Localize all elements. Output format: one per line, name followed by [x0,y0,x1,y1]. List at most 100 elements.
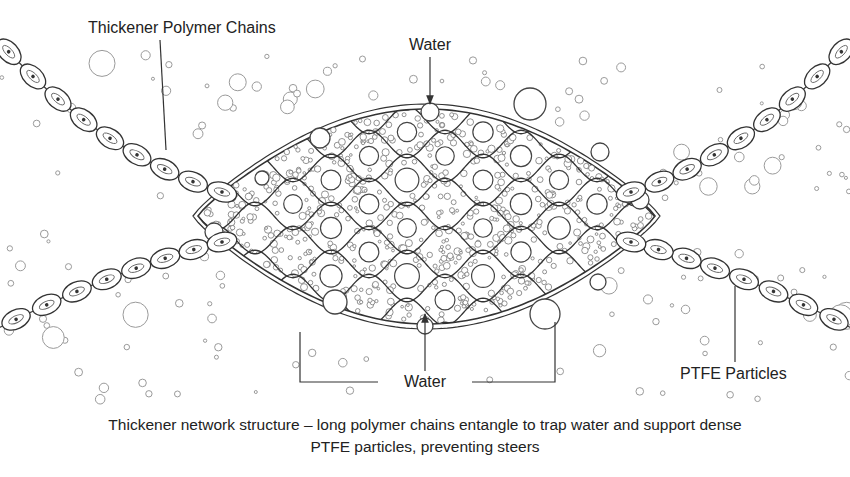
ptfe-particle [586,173,590,177]
water-bubble [208,302,212,306]
chain-link-dot [839,49,844,54]
chain-link-inner [765,285,782,298]
water-bubble [220,284,225,289]
ptfe-particle [405,304,412,311]
chain-link-inner [650,244,667,255]
ptfe-particle [488,145,495,152]
ptfe-particle [358,119,362,123]
chain-link-dot [75,289,80,294]
ptfe-particle [546,257,551,262]
chain-link-outer [614,229,648,255]
water-bubble [830,344,836,350]
ptfe-particle [421,219,427,225]
chain-link-inner [1,44,17,60]
edge-particles [205,88,649,334]
ptfe-particle [449,278,453,282]
chain-link [816,304,850,334]
water-bubble [308,349,315,356]
chain-link-dot [657,179,662,184]
ptfe-particle [507,288,513,294]
chain-link-inner [758,112,775,127]
ptfe-particle [527,171,531,175]
water-bubble [764,157,781,174]
ptfe-particle [597,187,601,191]
chain-link [148,245,182,272]
ptfe-particle-large [310,128,330,148]
ptfe-particle [488,256,491,259]
ptfe-particle [355,309,360,314]
water-bubble [847,189,850,194]
ptfe-particle [456,209,459,212]
chain-link-outer [89,265,124,294]
ptfe-particle [427,252,432,257]
polymer-strand [185,34,669,61]
chain-link [824,34,850,69]
ptfe-particle [230,225,234,229]
bracket-line [472,322,555,382]
ptfe-particle [443,170,449,176]
ptfe-particle [504,253,508,257]
chain-link-outer [0,7,2,42]
chain-link-outer [670,154,705,184]
ptfe-particle [467,119,474,126]
leader-line [734,286,735,362]
chain-link-outer [727,265,762,294]
ptfe-particle [454,305,460,311]
ptfe-particle [333,256,338,261]
ptfe-particle [388,171,392,175]
water-bubble [306,80,324,98]
chain-link-dot [108,136,113,141]
part-label: Water [370,35,490,55]
chain-link-outer [800,59,835,94]
ptfe-particle-large [359,146,378,165]
ptfe-particle [265,227,268,230]
ptfe-particle [368,298,372,302]
ptfe-particle [360,300,363,303]
water-bubble [116,292,121,297]
ptfe-particle [292,186,297,191]
ptfe-particle [535,196,541,202]
ptfe-particle [304,252,307,255]
ptfe-particle [301,284,308,291]
water-bubble [229,74,246,91]
ptfe-particle [275,157,279,161]
water-bubble [203,339,206,342]
water-bubble [40,230,48,238]
ptfe-particle [519,265,526,272]
ptfe-particle [473,259,477,263]
ptfe-particle-large [590,274,606,290]
ptfe-particle [235,204,238,207]
ptfe-particle [275,211,279,215]
chain-link-outer [29,290,64,320]
water-bubble [844,176,847,179]
water-bubble [734,152,744,162]
ptfe-particle [281,156,286,161]
chain-link-inner [156,163,173,176]
ptfe-particle [557,243,563,249]
water-bubble [146,391,152,397]
chain-link-outer [756,277,791,306]
water-bubble [208,314,217,323]
chain-link-inner [38,298,55,311]
ptfe-particle [350,133,353,136]
chain-link-dot [220,190,225,195]
ptfe-particle [263,261,269,267]
polymer-strand [185,274,669,301]
water-bubble [214,355,218,359]
ptfe-particle [339,138,346,145]
water-bubble [483,71,487,75]
ptfe-particle [402,317,406,321]
chain-link-dot [134,266,139,271]
chain-link-inner [678,252,695,264]
ptfe-particle [284,235,287,238]
ptfe-particle [595,257,599,261]
water-bubble [199,122,206,129]
chain-link [89,265,124,294]
ptfe-particle [378,240,381,243]
ptfe-particle [463,150,470,157]
chain-link-dot [712,152,717,157]
ptfe-particle [428,179,432,183]
ptfe-particle-large [255,171,269,185]
chain-link-dot [163,256,168,261]
